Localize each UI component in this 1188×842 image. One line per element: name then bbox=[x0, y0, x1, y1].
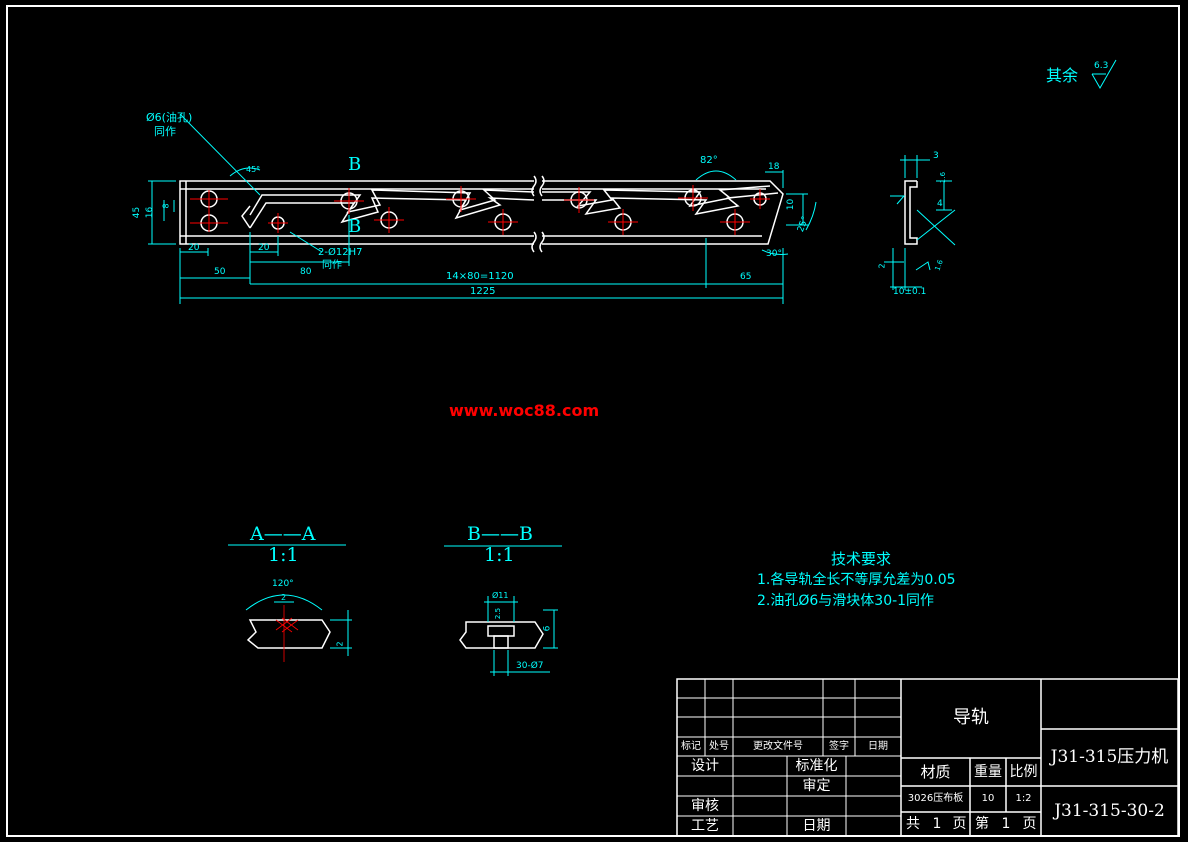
section-b-dim-6: 6 bbox=[542, 625, 553, 632]
rev-header-place: 处号 bbox=[709, 740, 729, 752]
rail-main-view bbox=[179, 175, 784, 253]
dim-80: 80 bbox=[300, 267, 312, 277]
section-b-dim-25: 2.5 bbox=[494, 607, 503, 620]
side-view bbox=[904, 180, 918, 245]
section-b-profile bbox=[459, 621, 544, 649]
dim-20-left: 20 bbox=[188, 243, 200, 253]
section-a-title: A——A bbox=[250, 523, 316, 545]
review-label: 审核 bbox=[691, 798, 719, 814]
scale-value: 1:2 bbox=[1015, 793, 1032, 804]
surface-note: 其余 bbox=[1046, 66, 1079, 85]
dim-pitch: 14×80=1120 bbox=[446, 271, 514, 282]
section-a-hatch bbox=[275, 605, 299, 662]
rev-header-date: 日期 bbox=[868, 740, 888, 752]
material-label: 材质 bbox=[920, 762, 951, 781]
tech-req-item-2: 2.油孔Ø6与滑块体30-1同作 bbox=[757, 593, 935, 609]
dim-10: 10 bbox=[786, 198, 797, 211]
side-dim-width: 10±0.1 bbox=[893, 287, 927, 297]
dim-total: 1225 bbox=[470, 286, 496, 297]
page-unit-total: 页 bbox=[952, 816, 967, 832]
part-name: 导轨 bbox=[953, 707, 989, 728]
oil-hole-label: Ø6(油孔) bbox=[146, 111, 193, 124]
total-pages: 1 bbox=[932, 816, 942, 832]
oil-hole-note: 同作 bbox=[154, 125, 176, 138]
tech-req-heading: 技术要求 bbox=[831, 550, 892, 568]
weight-value: 10 bbox=[981, 793, 995, 804]
dim-50: 50 bbox=[214, 267, 226, 277]
center-lines bbox=[190, 185, 770, 235]
angle-30: 30° bbox=[766, 249, 782, 259]
rev-header-mark: 标记 bbox=[681, 740, 701, 752]
sheet-number: 1 bbox=[1001, 816, 1011, 832]
section-a-dims bbox=[245, 594, 352, 656]
scale-label: 比例 bbox=[1009, 764, 1038, 780]
angle-82: 82° bbox=[700, 155, 718, 166]
side-dim-1-6-top: 1.6 bbox=[939, 171, 948, 184]
dim-18: 18 bbox=[768, 162, 780, 172]
pin-hole-label: 2-Ø12H7 bbox=[318, 247, 363, 258]
total-label: 共 bbox=[906, 816, 920, 832]
section-a-angle: 120° bbox=[272, 579, 294, 589]
dim-8: 8 bbox=[161, 203, 171, 209]
section-b-title: B——B bbox=[467, 523, 533, 545]
dim-height-45: 45 bbox=[132, 206, 143, 219]
section-b-dim-bottom: 30-Ø7 bbox=[516, 661, 544, 671]
angle-45: 45° bbox=[246, 165, 261, 174]
side-dim-2: 2 bbox=[877, 263, 887, 269]
page-unit-sheet: 页 bbox=[1022, 816, 1037, 832]
dim-65: 65 bbox=[740, 272, 752, 282]
machine-name: J31-315压力机 bbox=[1050, 747, 1169, 767]
section-b-marker-bottom: B bbox=[348, 216, 362, 237]
section-b-dia: Ø11 bbox=[492, 591, 509, 600]
rev-header-sign: 签字 bbox=[829, 740, 849, 752]
main-dimensions bbox=[148, 113, 817, 304]
standardize-label: 标准化 bbox=[795, 758, 838, 774]
side-dimensions bbox=[884, 155, 956, 290]
weight-label: 重量 bbox=[974, 764, 1002, 780]
section-a-dim-2-side: 2 bbox=[335, 641, 345, 647]
tech-req-item-1: 1.各导轨全长不等厚允差为0.05 bbox=[757, 572, 956, 588]
title-block-grid bbox=[677, 679, 901, 836]
roughness-symbol bbox=[1091, 59, 1117, 90]
drawing-border bbox=[6, 5, 1180, 837]
sheet-label: 第 bbox=[975, 816, 989, 832]
drawing-number: J31-315-30-2 bbox=[1054, 800, 1165, 821]
dim-16: 16 bbox=[145, 206, 156, 219]
section-a-dim-2: 2 bbox=[281, 593, 287, 602]
dim-20-second: 20 bbox=[258, 243, 270, 253]
side-dim-4: 4 bbox=[937, 199, 943, 209]
design-label: 设计 bbox=[691, 758, 719, 774]
section-a-scale: 1:1 bbox=[268, 544, 299, 566]
material-value: 3026压布板 bbox=[907, 793, 964, 804]
side-dim-3: 3 bbox=[933, 151, 939, 161]
section-b-scale: 1:1 bbox=[484, 544, 515, 566]
title-block bbox=[676, 678, 1179, 837]
surface-roughness-value: 6.3 bbox=[1094, 61, 1109, 71]
date-label: 日期 bbox=[802, 818, 831, 834]
approve-label: 审定 bbox=[802, 778, 831, 794]
section-a-profile bbox=[246, 619, 331, 649]
section-b-marker-top: B bbox=[348, 154, 362, 175]
process-label: 工艺 bbox=[691, 818, 719, 834]
watermark: www.woc88.com bbox=[449, 401, 600, 420]
section-b-dims bbox=[484, 596, 558, 676]
pin-hole-note: 同作 bbox=[322, 260, 342, 271]
rev-header-doc: 更改文件号 bbox=[753, 740, 803, 752]
